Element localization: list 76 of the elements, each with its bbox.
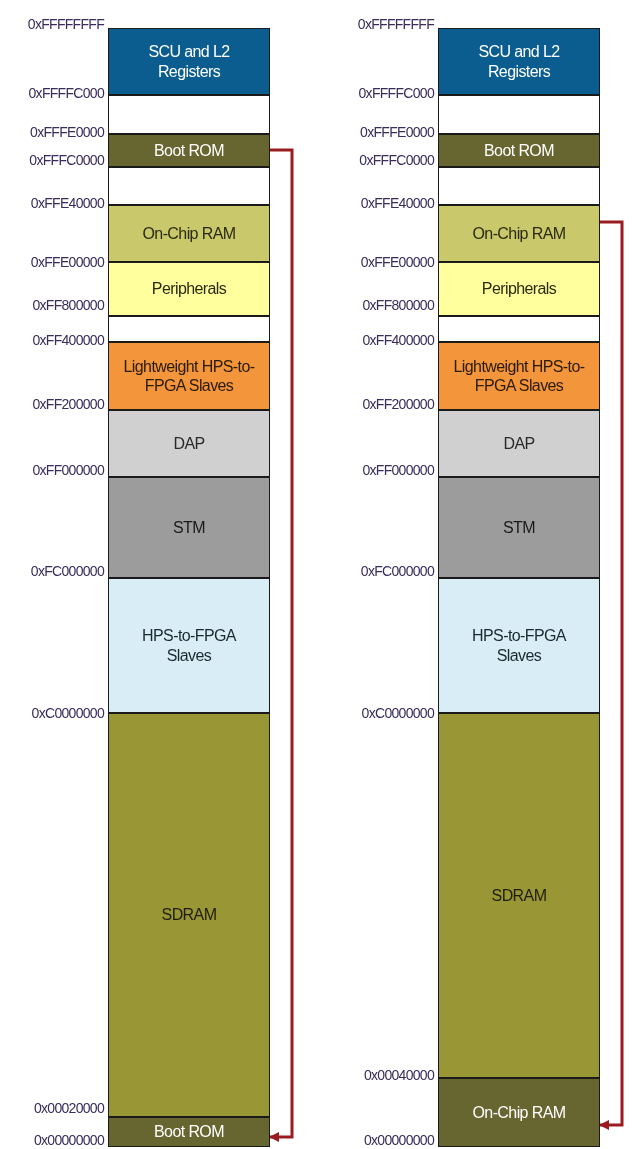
address-label: 0xC0000000 (31, 704, 104, 722)
region-label: Lightweight HPS-to-FPGA Slaves (122, 356, 256, 396)
address-label: 0xFFE00000 (30, 253, 104, 271)
memory-region (438, 28, 600, 95)
region-label: SCU and L2 Registers (477, 42, 561, 81)
memory-region (108, 134, 270, 167)
arrow (599, 220, 624, 1130)
region-label: DAP (503, 433, 535, 454)
region-label: Boot ROM (484, 140, 554, 161)
memory-region (438, 262, 600, 316)
memory-region (438, 342, 600, 410)
address-label: 0xFFE00000 (360, 253, 434, 271)
region-label: STM (173, 517, 205, 538)
memory-region (108, 477, 270, 578)
region-label: Peripherals (151, 279, 227, 299)
address-label: 0xFFFFC000 (358, 84, 434, 102)
memory-region (108, 410, 270, 477)
region-label: Boot ROM (154, 1122, 224, 1142)
region-label: STM (503, 517, 535, 538)
memory-region (438, 578, 600, 713)
memory-region (438, 205, 600, 262)
address-label: 0xC0000000 (361, 704, 434, 722)
reserved-region (108, 167, 270, 205)
address-label: 0xFFFE0000 (360, 123, 434, 141)
memory-region (438, 713, 600, 1078)
address-label: 0xFFFE0000 (30, 123, 104, 141)
address-label: 0xFF400000 (32, 331, 104, 349)
region-label: HPS-to-FPGA Slaves (471, 626, 568, 665)
memory-region (438, 477, 600, 578)
memory-region (108, 578, 270, 713)
address-label: 0xFF200000 (362, 395, 434, 413)
arrow (269, 148, 294, 1142)
region-label: Peripherals (481, 279, 557, 299)
address-label: 0x00000000 (33, 1131, 104, 1149)
address-label: 0xFFFFC000 (28, 84, 104, 102)
address-label: 0xFF000000 (362, 461, 434, 479)
memory-region (438, 1078, 600, 1147)
region-label: Boot ROM (154, 140, 224, 161)
address-label: 0xFFFC0000 (359, 151, 434, 169)
reserved-region (438, 167, 600, 205)
address-label: 0x00040000 (363, 1066, 434, 1084)
memory-region (108, 28, 270, 95)
address-label: 0xFF400000 (362, 331, 434, 349)
region-label: On-Chip RAM (472, 223, 566, 244)
address-label: 0xFFFC0000 (29, 151, 104, 169)
reserved-region (108, 95, 270, 134)
memory-region (108, 713, 270, 1117)
region-label: DAP (173, 433, 205, 454)
region-label: SCU and L2 Registers (147, 42, 231, 81)
reserved-region (438, 95, 600, 134)
memory-region (438, 410, 600, 477)
address-label: 0x00000000 (363, 1131, 434, 1149)
address-label: 0xFC000000 (30, 562, 104, 580)
address-label: 0xFFE40000 (360, 194, 434, 212)
memory-region (108, 1117, 270, 1147)
reserved-region (108, 316, 270, 342)
region-label: On-Chip RAM (472, 1102, 566, 1123)
address-label: 0xFC000000 (360, 562, 434, 580)
address-label: 0x00020000 (33, 1099, 104, 1117)
address-label: 0xFF800000 (32, 296, 104, 314)
reserved-region (438, 316, 600, 342)
region-label: On-Chip RAM (142, 223, 236, 244)
region-label: SDRAM (491, 885, 547, 906)
region-label: Lightweight HPS-to-FPGA Slaves (452, 356, 586, 396)
memory-region (108, 205, 270, 262)
address-label: 0xFFE40000 (30, 194, 104, 212)
address-label: 0xFF200000 (32, 395, 104, 413)
address-label: 0xFFFFFFFF (27, 15, 104, 33)
address-label: 0xFF000000 (32, 461, 104, 479)
region-label: SDRAM (161, 905, 217, 925)
memory-region (438, 134, 600, 167)
memory-region (108, 262, 270, 316)
memory-region (108, 342, 270, 410)
region-label: HPS-to-FPGA Slaves (141, 626, 238, 665)
address-label: 0xFFFFFFFF (357, 15, 434, 33)
address-label: 0xFF800000 (362, 296, 434, 314)
